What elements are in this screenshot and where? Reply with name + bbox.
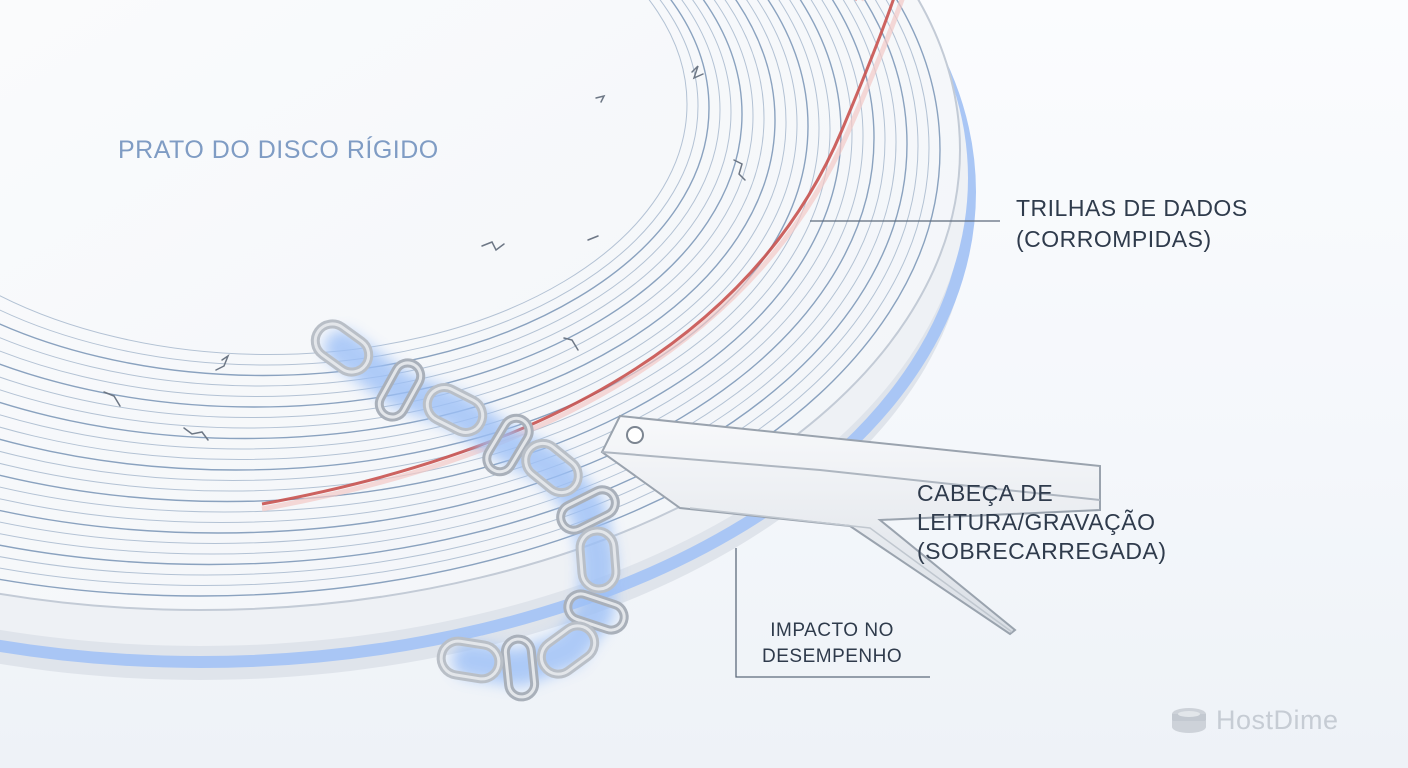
read-write-head-label-line: (SOBRECARREGADA) bbox=[917, 538, 1167, 564]
track-line bbox=[0, 0, 930, 586]
performance-impact-label-line: IMPACTO NO bbox=[770, 620, 894, 641]
leader-lines bbox=[735, 220, 1000, 678]
track-line bbox=[0, 0, 754, 418]
platter-label: PRATO DO DISCO RÍGIDO bbox=[118, 136, 439, 164]
track-line bbox=[0, 0, 798, 460]
brand-logo: HostDime bbox=[1170, 705, 1339, 736]
track-line bbox=[0, 0, 787, 450]
track-line bbox=[0, 0, 732, 397]
track-line bbox=[0, 0, 688, 355]
track-line bbox=[0, 0, 831, 492]
track-line bbox=[0, 0, 776, 440]
track-line bbox=[0, 0, 886, 544]
surface-cracks bbox=[103, 65, 746, 441]
data-tracks-label: TRILHAS DE DADOS (CORROMPIDAS) bbox=[1016, 193, 1248, 255]
track-line bbox=[0, 0, 809, 471]
chain bbox=[310, 319, 629, 702]
chain-link-highlight bbox=[439, 639, 501, 681]
chain-link-highlight bbox=[313, 322, 371, 374]
chain-link-highlight bbox=[539, 624, 597, 676]
chain-link-highlight bbox=[578, 529, 618, 591]
track-line bbox=[0, 0, 710, 377]
data-tracks-label-line: (CORROMPIDAS) bbox=[1016, 226, 1212, 252]
chain-link-highlight bbox=[559, 488, 617, 532]
track-line bbox=[0, 0, 765, 429]
track-line bbox=[0, 0, 875, 534]
track-line bbox=[0, 0, 820, 481]
performance-impact-label: IMPACTO NO DESEMPENHO bbox=[762, 618, 902, 670]
track-line bbox=[0, 0, 919, 576]
track-line bbox=[0, 0, 897, 555]
track-line bbox=[0, 0, 853, 513]
chain-link-highlight bbox=[524, 441, 580, 495]
performance-impact-label-line: DESEMPENHO bbox=[762, 646, 903, 667]
chain-link-highlight bbox=[377, 361, 423, 419]
track-line bbox=[0, 0, 908, 566]
server-stack-icon bbox=[1172, 707, 1206, 733]
track-line bbox=[0, 0, 941, 597]
read-write-head-label-line: LEITURA/GRAVAÇÃO bbox=[917, 509, 1156, 535]
track-line bbox=[0, 0, 721, 387]
chain-link-highlight bbox=[566, 592, 626, 632]
chain-link-highlight bbox=[485, 416, 531, 474]
track-line bbox=[0, 0, 699, 366]
brand-name: HostDime bbox=[1216, 705, 1339, 735]
data-tracks-label-line: TRILHAS DE DADOS bbox=[1016, 195, 1248, 221]
track-line bbox=[0, 0, 743, 408]
chain-glow bbox=[324, 330, 616, 686]
read-write-head bbox=[600, 414, 1101, 636]
track-line bbox=[0, 0, 864, 523]
read-write-head-label-line: CABEÇA DE bbox=[917, 480, 1054, 506]
read-write-head-label: CABEÇA DE LEITURA/GRAVAÇÃO (SOBRECARREGA… bbox=[917, 479, 1167, 566]
chain-link-highlight bbox=[425, 386, 485, 434]
chain-link-highlight bbox=[503, 637, 537, 699]
